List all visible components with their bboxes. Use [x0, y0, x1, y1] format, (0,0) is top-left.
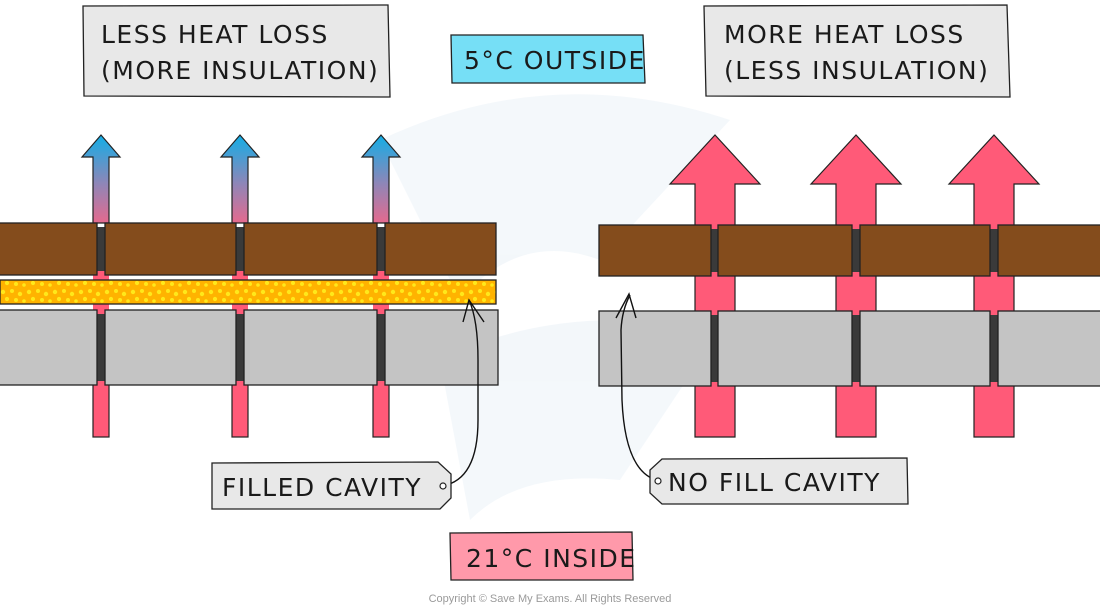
copyright-text: Copyright © Save My Exams. All Rights Re…	[429, 593, 672, 605]
inner-block	[598, 310, 712, 387]
more-heat-loss-line2: (LESS INSULATION)	[724, 56, 989, 85]
mortar-joint	[711, 229, 718, 272]
mortar-joint	[236, 227, 244, 271]
less-heat-loss-line1: LESS HEAT LOSS	[101, 20, 329, 49]
inner-block	[717, 310, 853, 387]
mortar-joint	[990, 229, 998, 272]
no-fill-cavity-text: NO FILL CAVITY	[668, 468, 881, 497]
inner-block	[243, 309, 378, 386]
heat-arrow-tail	[92, 379, 110, 438]
mortar-joint	[377, 227, 385, 271]
outer-brick	[598, 224, 712, 277]
heat-arrow-tail	[231, 379, 249, 438]
more-heat-loss-label: MORE HEAT LOSS (LESS INSULATION)	[703, 4, 1011, 98]
mortar-joint	[990, 315, 998, 382]
mortar-joint	[377, 314, 385, 381]
less-heat-loss-label: LESS HEAT LOSS (MORE INSULATION)	[82, 4, 391, 98]
outer-brick	[384, 222, 497, 276]
more-heat-loss-line1: MORE HEAT LOSS	[724, 20, 965, 49]
warm-heat-arrow	[809, 134, 903, 438]
outside-temperature-text: 5°C OUTSIDE	[464, 46, 646, 75]
cool-heat-arrow	[360, 134, 402, 224]
inner-block	[0, 309, 98, 386]
inner-block	[997, 310, 1100, 387]
outer-brick	[243, 222, 378, 276]
outer-brick	[0, 222, 98, 276]
cavity-insulation	[0, 279, 497, 305]
inner-block	[859, 310, 991, 387]
filled-cavity-pointer	[441, 298, 485, 487]
mortar-joint	[236, 314, 244, 381]
watermark	[380, 94, 730, 520]
no-fill-cavity-pointer	[615, 292, 657, 481]
outer-brick	[859, 224, 991, 277]
less-heat-loss-line2: (MORE INSULATION)	[101, 56, 379, 85]
outside-temperature-label: 5°C OUTSIDE	[450, 34, 646, 84]
cool-heat-arrow	[80, 134, 122, 224]
inner-block	[384, 309, 499, 386]
filled-cavity-text: FILLED CAVITY	[222, 473, 422, 502]
mortar-joint	[97, 314, 105, 381]
mortar-joint	[711, 315, 718, 382]
right-wall	[598, 134, 1100, 438]
left-wall	[0, 134, 499, 438]
mortar-joint	[97, 227, 105, 271]
filled-cavity-tag: FILLED CAVITY	[211, 461, 452, 510]
cool-heat-arrow	[219, 134, 261, 224]
outer-brick	[104, 222, 237, 276]
inside-temperature-text: 21°C INSIDE	[466, 544, 637, 573]
inner-block	[104, 309, 237, 386]
warm-heat-arrow	[947, 134, 1041, 438]
mortar-joint	[852, 315, 860, 382]
warm-heat-arrow	[668, 134, 762, 438]
heat-arrow-tail	[372, 379, 390, 438]
inside-temperature-label: 21°C INSIDE	[449, 531, 637, 581]
no-fill-cavity-tag: NO FILL CAVITY	[649, 457, 909, 505]
outer-brick	[717, 224, 853, 277]
mortar-joint	[852, 229, 860, 272]
outer-brick	[997, 224, 1100, 277]
